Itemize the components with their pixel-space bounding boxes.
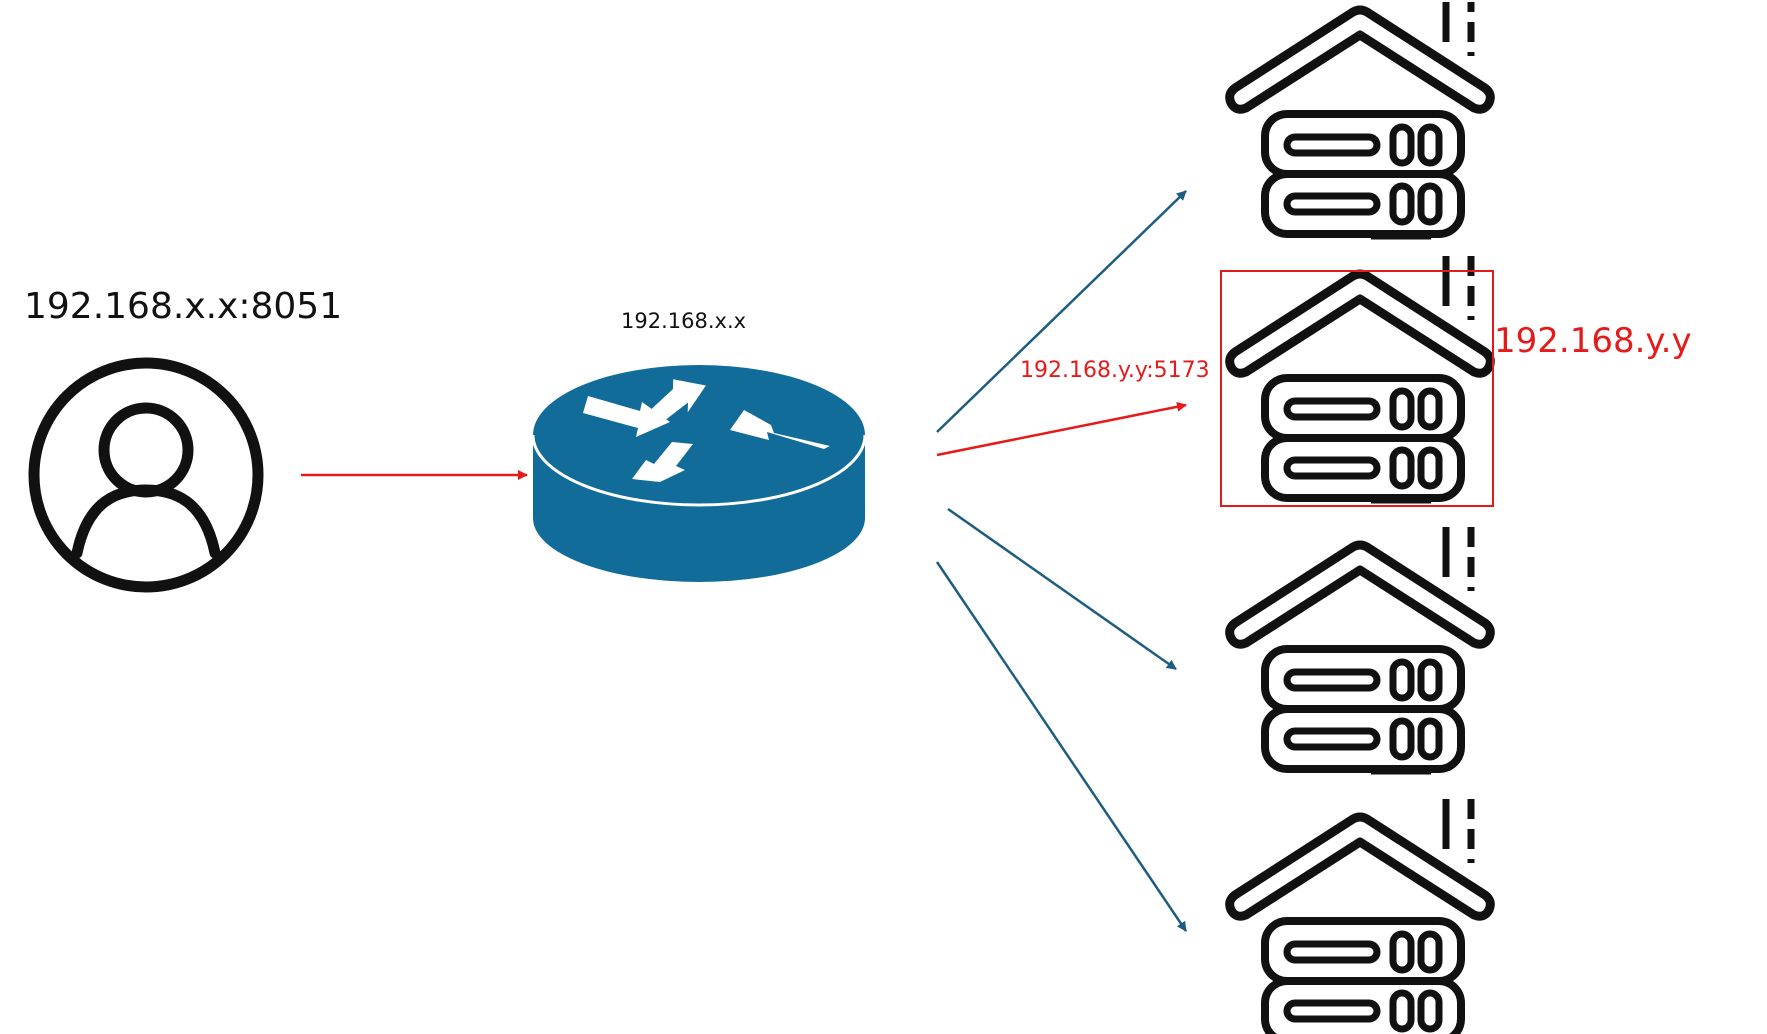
client-address-label: 192.168.x.x:8051 xyxy=(24,286,343,327)
router-to-server-4-arrow xyxy=(935,561,1188,932)
user-circle-icon xyxy=(28,357,264,593)
router-to-server-3-arrow xyxy=(947,507,1177,671)
target-port-label: 192.168.y.y:5173 xyxy=(1020,358,1210,383)
house-server-icon xyxy=(1230,0,1491,237)
router-to-server-2-arrow xyxy=(936,401,1187,457)
router-icon xyxy=(531,365,867,582)
house-server-icon xyxy=(1230,799,1491,1034)
target-server-highlight xyxy=(1220,270,1494,507)
house-server-icon xyxy=(1230,256,1491,501)
router-to-server-1-arrow xyxy=(936,190,1187,433)
router-address-label: 192.168.x.x xyxy=(621,309,747,333)
house-server-icon xyxy=(1230,527,1491,772)
target-server-address-label: 192.168.y.y xyxy=(1494,321,1692,361)
